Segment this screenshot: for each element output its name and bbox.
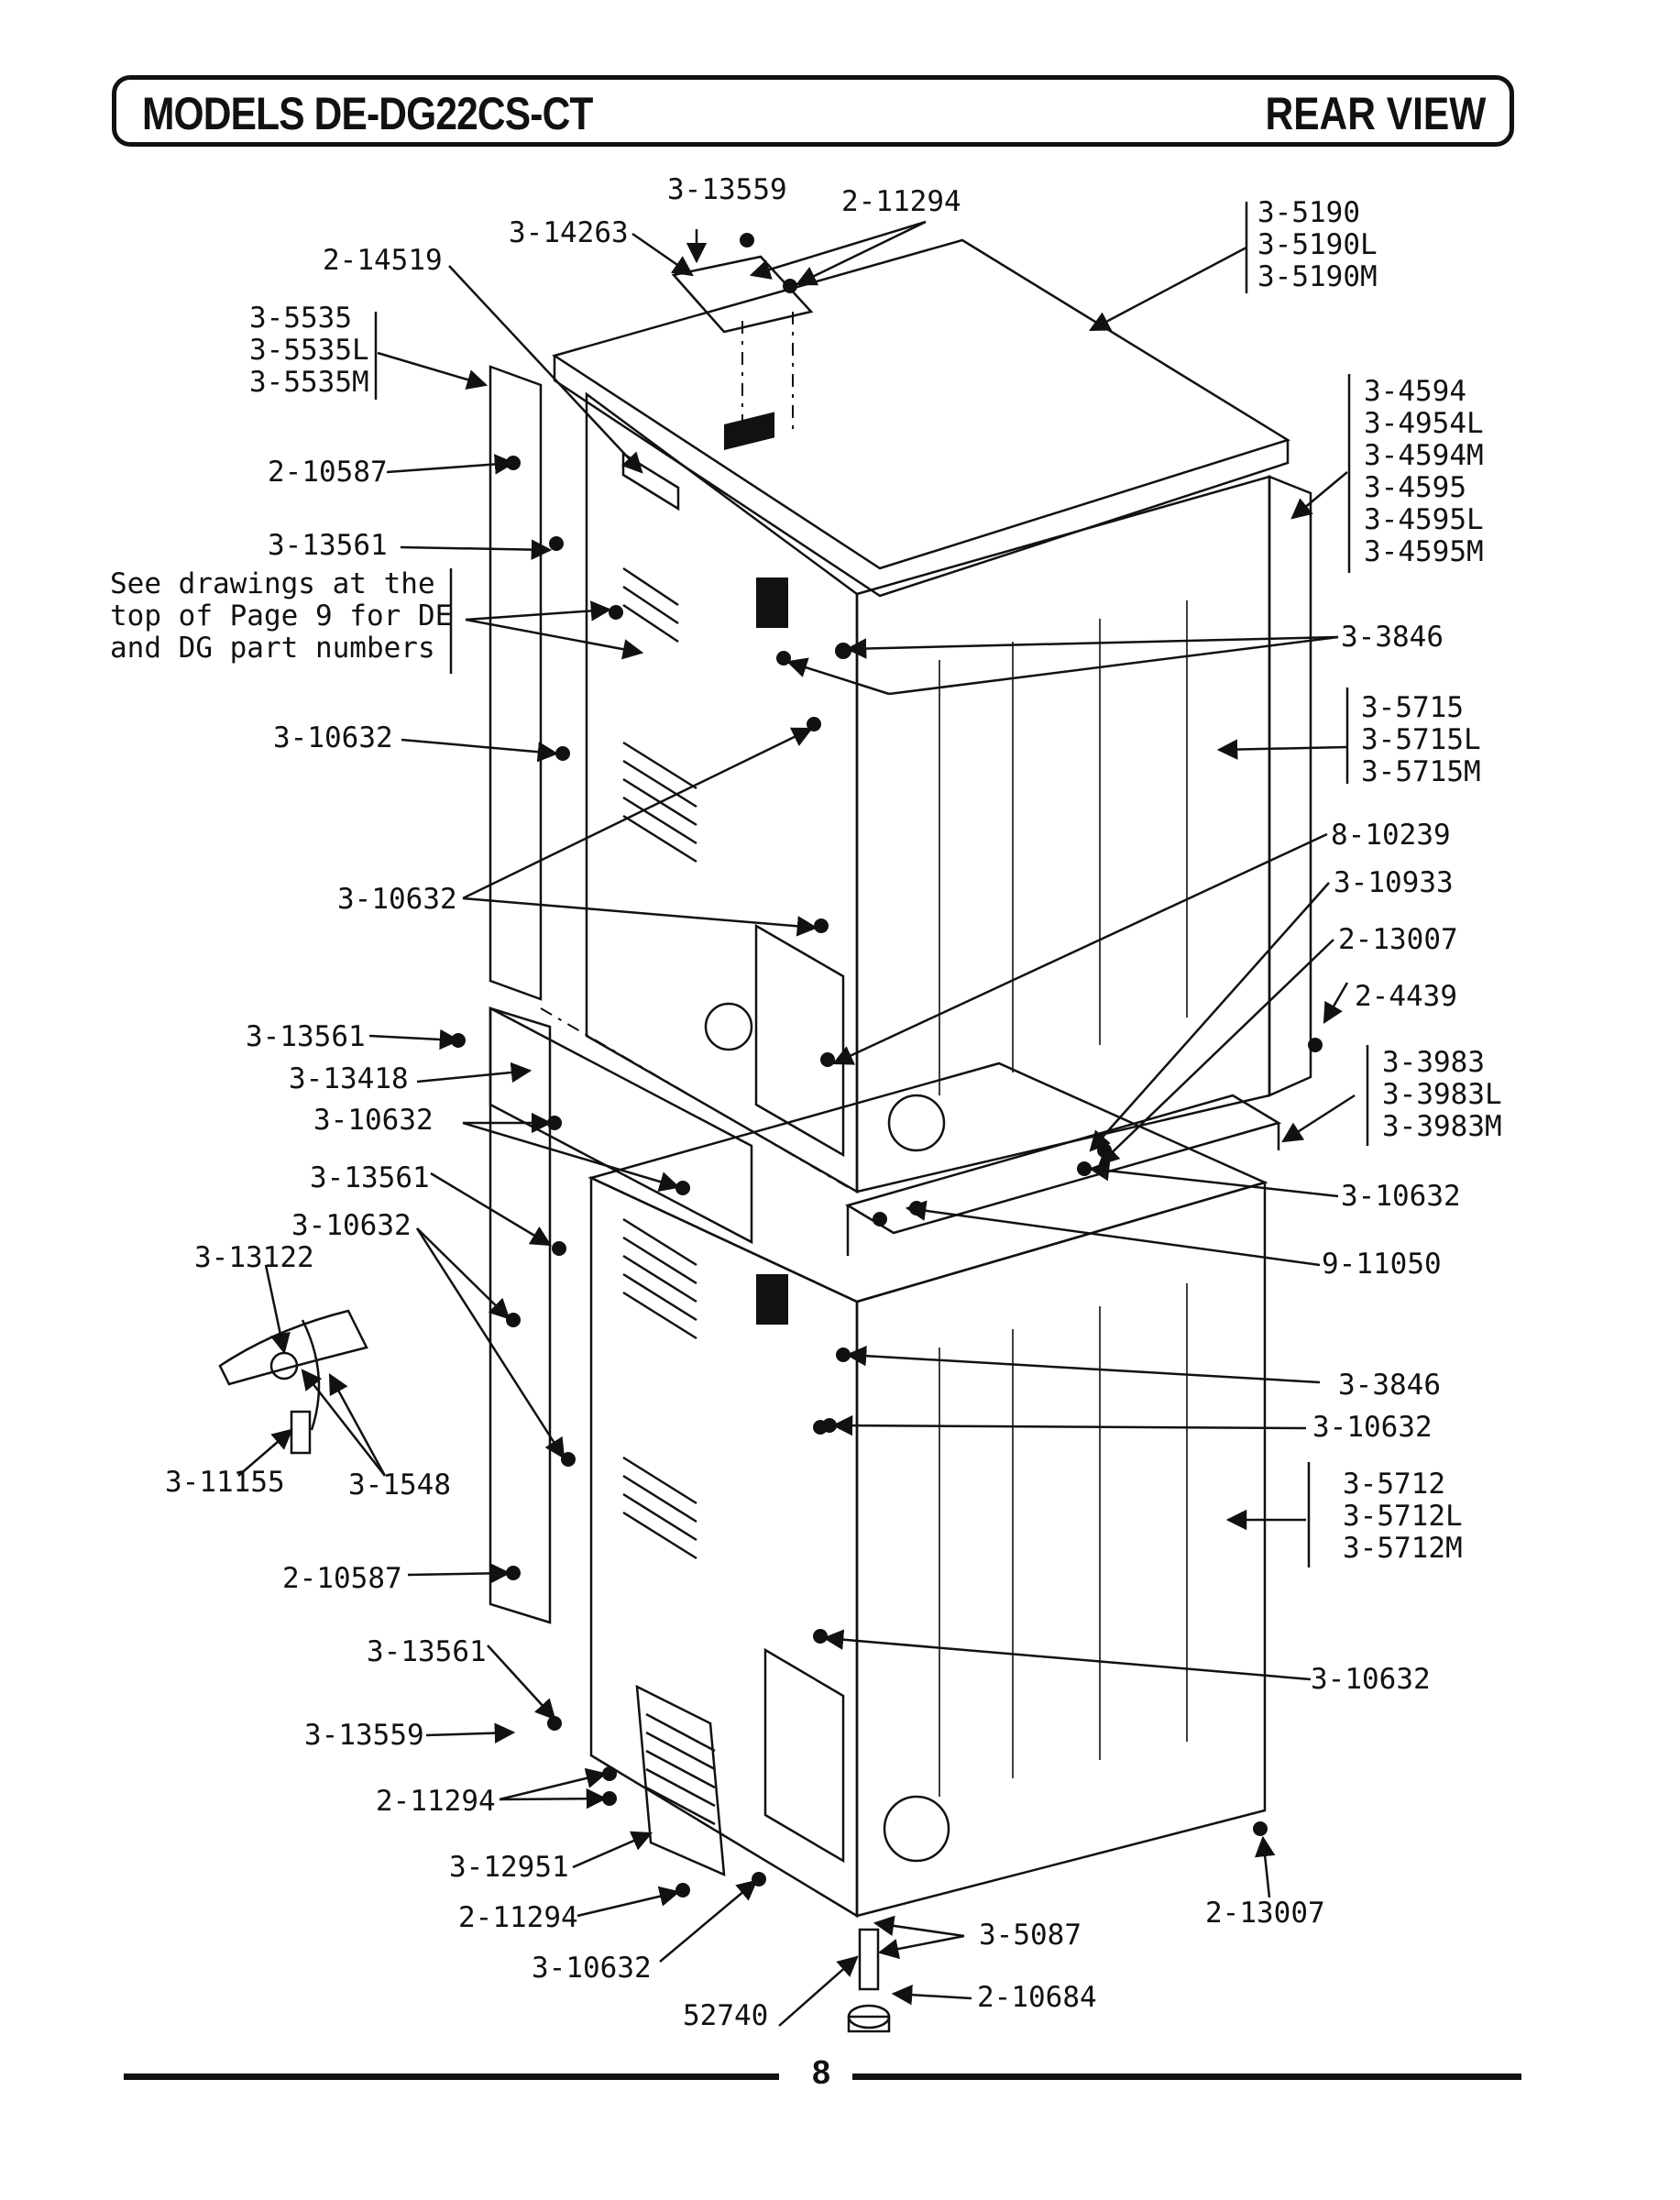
page-number: 8	[812, 2053, 831, 2091]
label-3-13561-b: 3-13561	[246, 1020, 366, 1053]
label-3-10632-e: 3-10632	[532, 1952, 652, 1985]
lower-dryer-cabinet	[587, 1062, 1268, 1919]
label-3-5190-group: 3-5190 3-5190L 3-5190M	[1257, 196, 1378, 293]
label-3-13561-a: 3-13561	[268, 529, 388, 562]
label-3-10933: 3-10933	[1334, 866, 1454, 899]
label-3-3846-bot: 3-3846	[1338, 1369, 1441, 1402]
label-2-10587-bot: 2-10587	[282, 1562, 402, 1595]
label-3-10632-b: 3-10632	[337, 883, 457, 916]
label-3-13559-bot: 3-13559	[304, 1719, 424, 1752]
label-3-14263: 3-14263	[509, 216, 629, 249]
label-3-5712-group: 3-5712 3-5712L 3-5712M	[1343, 1468, 1463, 1565]
label-3-10632-r1: 3-10632	[1341, 1180, 1461, 1213]
leader-lines	[237, 220, 1356, 2027]
label-2-14519: 2-14519	[323, 244, 443, 277]
label-3-1548: 3-1548	[348, 1468, 451, 1502]
label-2-11294-top: 2-11294	[841, 185, 961, 218]
leveling-foot	[847, 1928, 891, 2033]
footer-rule-left	[124, 2074, 779, 2080]
header-frame: MODELS DE-DG22CS-CT REAR VIEW	[112, 75, 1514, 147]
note-see-page-9: See drawings at the top of Page 9 for DE…	[110, 567, 453, 665]
label-3-13122: 3-13122	[194, 1241, 314, 1274]
label-3-4594-group: 3-4594 3-4954L 3-4594M 3-4595 3-4595L 3-…	[1364, 375, 1484, 568]
label-8-10239: 8-10239	[1331, 819, 1451, 852]
label-3-13561-c: 3-13561	[310, 1161, 430, 1194]
label-3-13561-d: 3-13561	[367, 1635, 487, 1668]
label-2-13007-top: 2-13007	[1338, 923, 1458, 956]
label-2-10684: 2-10684	[977, 1981, 1097, 2014]
label-3-13418: 3-13418	[289, 1062, 409, 1095]
view-title: REAR VIEW	[1265, 88, 1486, 139]
label-3-11155: 3-11155	[165, 1466, 285, 1499]
label-3-10632-a: 3-10632	[273, 721, 393, 754]
label-3-3846-top: 3-3846	[1341, 621, 1444, 654]
stacking-frame	[844, 1094, 1282, 1256]
label-3-3983-group: 3-3983 3-3983L 3-3983M	[1382, 1046, 1502, 1143]
label-2-11294-a: 2-11294	[376, 1785, 496, 1818]
lower-vent-slots	[622, 1217, 697, 1560]
upper-vent-slots	[622, 566, 697, 864]
label-3-13559-top: 3-13559	[667, 173, 787, 206]
label-9-11050: 9-11050	[1322, 1248, 1442, 1281]
label-3-10632-d: 3-10632	[291, 1209, 412, 1242]
clamp-assembly	[218, 1309, 368, 1455]
label-52740: 52740	[683, 1999, 769, 2032]
label-2-13007-bot: 2-13007	[1205, 1897, 1325, 1930]
label-2-10587-top: 2-10587	[268, 456, 388, 489]
label-3-5535-group: 3-5535 3-5535L 3-5535M	[249, 302, 369, 399]
label-3-10632-r2: 3-10632	[1312, 1411, 1433, 1444]
label-2-4439: 2-4439	[1355, 980, 1457, 1013]
label-3-12951: 3-12951	[449, 1851, 569, 1884]
side-bracket-panel	[489, 365, 753, 1624]
fasteners	[451, 233, 1323, 1898]
models-title: MODELS DE-DG22CS-CT	[142, 88, 593, 139]
label-2-11294-b: 2-11294	[458, 1901, 578, 1934]
label-3-5715-group: 3-5715 3-5715L 3-5715M	[1361, 691, 1481, 788]
upper-dryer-cabinet	[552, 238, 1312, 1194]
label-3-10632-c: 3-10632	[313, 1104, 434, 1137]
footer-rule-right	[852, 2074, 1521, 2080]
label-3-5087: 3-5087	[979, 1919, 1082, 1952]
label-3-10632-r3: 3-10632	[1311, 1663, 1431, 1696]
label-brackets	[374, 202, 1369, 1568]
